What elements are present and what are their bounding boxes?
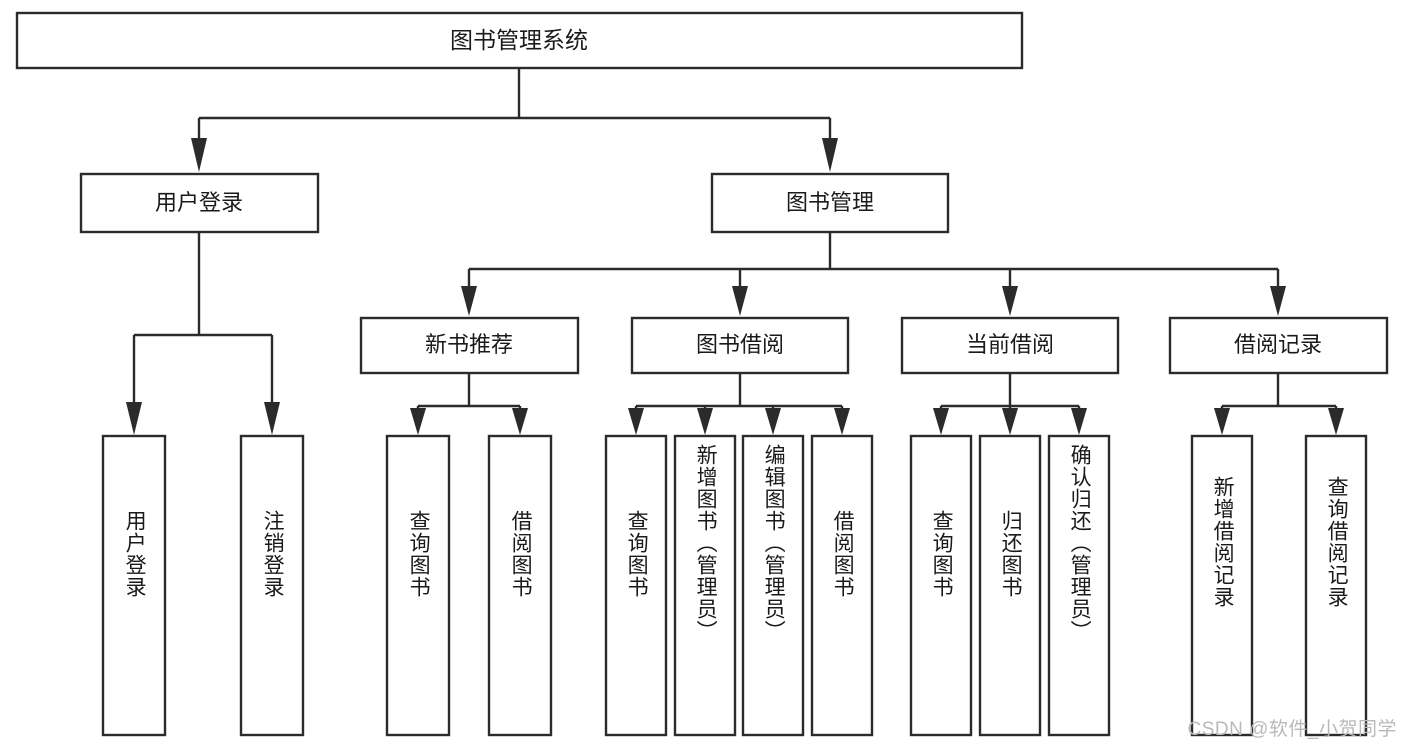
leaf-box-confirm-return[interactable] (1047, 434, 1111, 737)
leaf-box-borrow-book-2[interactable] (810, 434, 874, 737)
new-book-recommend-label: 新书推荐 (425, 332, 513, 357)
connector-current-borrow-to-leaves (933, 373, 1087, 435)
arrow-head-leaf-user-login (126, 402, 142, 435)
leaf-box-add-borrow-record[interactable] (1190, 434, 1254, 737)
arrow-head-leaf-add-book (697, 408, 713, 435)
arrow-head-book-management (822, 138, 838, 172)
node-user-login[interactable]: 用户登录 (79, 172, 320, 234)
book-borrow-box[interactable] (630, 316, 850, 375)
arrow-head-user-login (191, 138, 207, 172)
root-label: 图书管理系统 (450, 27, 588, 53)
user-login-label: 用户登录 (155, 190, 243, 215)
arrow-head-leaf-add-borrow-record (1214, 408, 1230, 435)
current-borrow-label: 当前借阅 (966, 332, 1054, 357)
leaf-box-add-book[interactable] (673, 434, 737, 737)
book-borrow-label: 图书借阅 (696, 332, 784, 357)
node-new-book-recommend[interactable]: 新书推荐 (359, 316, 580, 375)
arrow-head-leaf-edit-book (765, 408, 781, 435)
connector-user-login-to-leaves (126, 232, 280, 435)
leaf-box-query-book-1[interactable] (385, 434, 451, 737)
new-book-recommend-box[interactable] (359, 316, 580, 375)
borrow-record-label: 借阅记录 (1234, 332, 1322, 357)
node-borrow-record[interactable]: 借阅记录 (1168, 316, 1389, 375)
watermark-text: CSDN @软件_小贺同学 (1187, 719, 1397, 740)
arrow-head-current-borrow (1002, 286, 1018, 316)
leaf-box-logout-login[interactable] (239, 434, 305, 737)
arrow-head-new-book-recommend (461, 286, 477, 316)
arrow-head-leaf-query-book-2 (628, 408, 644, 435)
book-management-label: 图书管理 (786, 190, 874, 215)
leaf-box-user-login[interactable] (101, 434, 167, 737)
arrow-head-leaf-borrow-book-2 (834, 408, 850, 435)
node-book-borrow[interactable]: 图书借阅 (630, 316, 850, 375)
leaf-box-edit-book[interactable] (741, 434, 805, 737)
leaf-box-return-book[interactable] (978, 434, 1042, 737)
leaf-box-query-book-3[interactable] (909, 434, 973, 737)
arrow-head-leaf-query-book-3 (933, 408, 949, 435)
arrow-head-leaf-confirm-return (1071, 408, 1087, 435)
leaf-box-query-borrow-record[interactable] (1304, 434, 1368, 737)
arrow-head-leaf-query-book-1 (410, 408, 426, 435)
node-root[interactable]: 图书管理系统 (15, 11, 1024, 70)
arrow-head-leaf-return-book (1002, 408, 1018, 435)
root-box[interactable] (15, 11, 1024, 70)
connector-borrow-record-to-leaves (1214, 373, 1344, 435)
node-book-management[interactable]: 图书管理 (710, 172, 950, 234)
node-current-borrow[interactable]: 当前借阅 (900, 316, 1120, 375)
book-management-box[interactable] (710, 172, 950, 234)
connector-root-to-level2 (191, 68, 838, 172)
current-borrow-box[interactable] (900, 316, 1120, 375)
leaf-box-query-book-2[interactable] (604, 434, 668, 737)
arrow-head-book-borrow (732, 286, 748, 316)
arrow-head-leaf-borrow-book-1 (512, 408, 528, 435)
borrow-record-box[interactable] (1168, 316, 1389, 375)
arrow-head-borrow-record (1270, 286, 1286, 316)
connector-book-borrow-to-leaves (628, 373, 850, 435)
leaf-box-borrow-book-1[interactable] (487, 434, 553, 737)
connector-new-book-recommend-to-leaves (410, 373, 528, 435)
arrow-head-leaf-logout-login (264, 402, 280, 435)
connector-book-management-to-level3 (461, 232, 1286, 316)
arrow-head-leaf-query-borrow-record (1328, 408, 1344, 435)
